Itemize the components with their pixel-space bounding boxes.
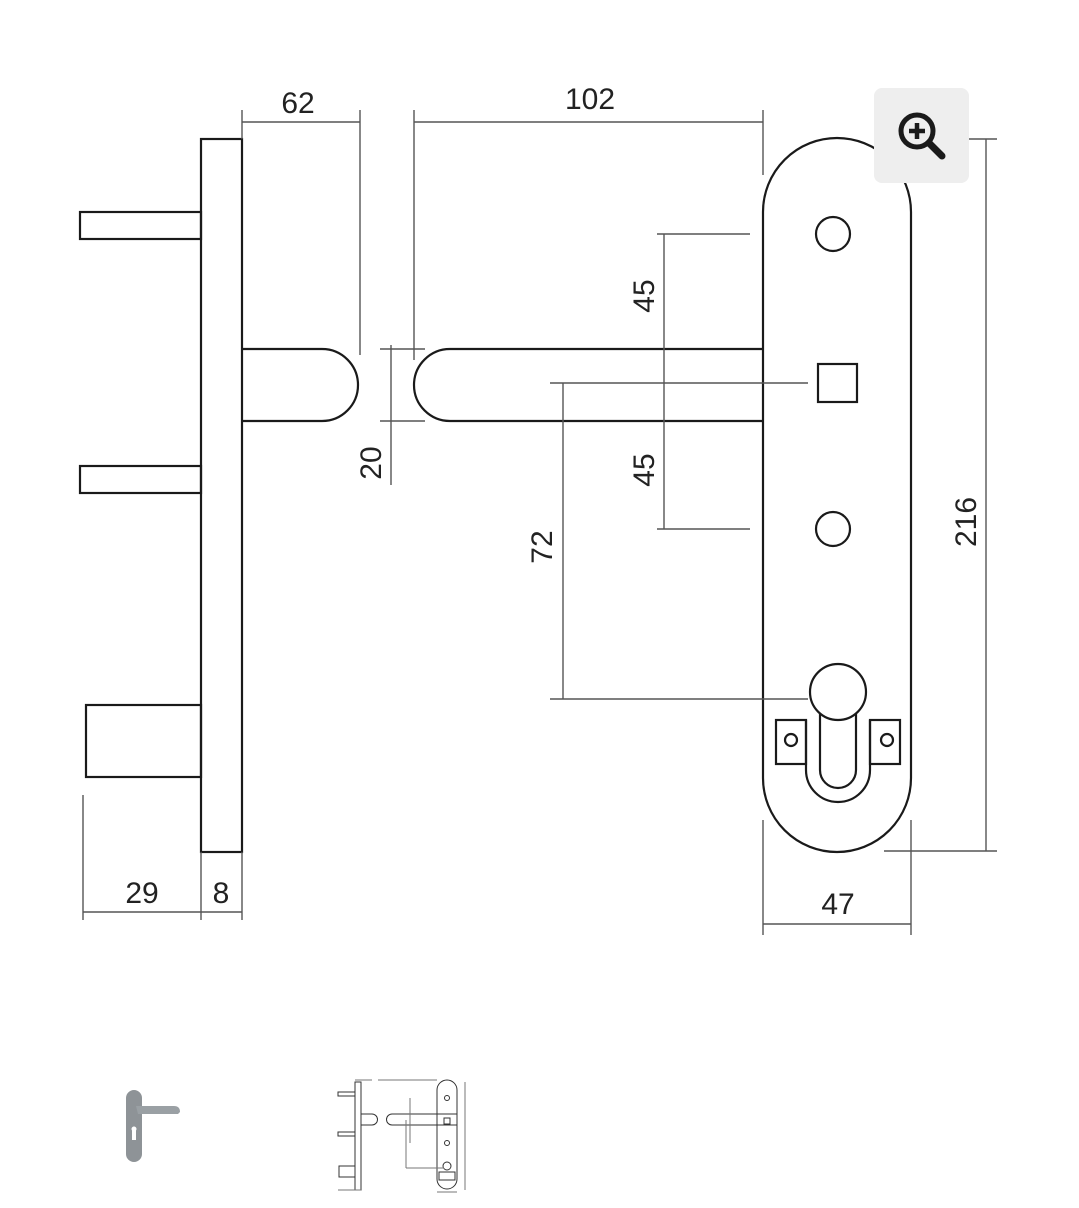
dim-plate-thickness: 8 [213, 877, 230, 910]
lower-bolt [84, 703, 203, 779]
dim-rose-depth: 62 [281, 87, 314, 120]
dim-lever-thickness: 20 [355, 446, 388, 479]
dim-centre-distance: 72 [526, 530, 559, 563]
dim-spindle-offset-1: 45 [628, 279, 661, 312]
zoom-button[interactable] [874, 88, 969, 183]
dim-spindle-offset-2: 45 [628, 453, 661, 486]
lever-handle-photo [126, 1090, 180, 1162]
dim-plate-height: 216 [950, 497, 983, 547]
screw-hole-bottom [814, 510, 852, 548]
technical-drawing-thumbnail [337, 1079, 466, 1193]
front-plate [761, 136, 913, 854]
upper-bolt [78, 210, 203, 241]
shroud-tab-left [774, 718, 808, 766]
screw-hole-top [814, 215, 852, 253]
front-lever [412, 347, 763, 423]
cylinder-shroud [804, 720, 872, 804]
spindle-square [816, 362, 859, 404]
zoom-in-icon [898, 112, 946, 160]
shroud-tab-right [868, 718, 902, 766]
side-plate [199, 137, 244, 854]
side-lever [242, 347, 360, 423]
dim-plate-width: 47 [821, 888, 854, 921]
dim-lever-projection: 102 [565, 83, 615, 116]
middle-bolt [78, 464, 203, 495]
thumbnail-product-photo[interactable] [96, 1070, 206, 1190]
thumbnail-technical-drawing[interactable] [320, 1062, 480, 1202]
dim-bolt-length: 29 [125, 877, 158, 910]
